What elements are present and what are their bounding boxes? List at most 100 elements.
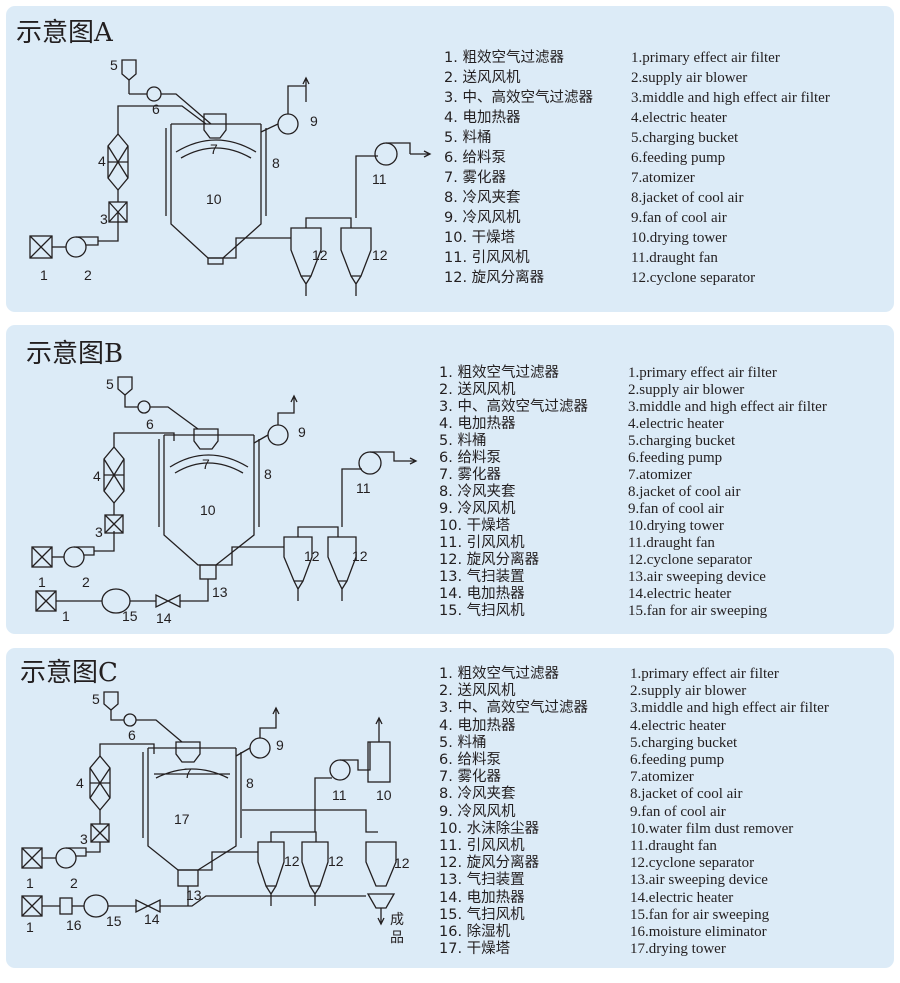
legend-item: 5. 料桶 xyxy=(439,433,487,449)
component-number-label: 9 xyxy=(298,424,306,440)
legend-item: 9.fan of cool air xyxy=(630,803,726,820)
legend-item: 12.cyclone separator xyxy=(628,552,753,568)
air-sweeping-device-icon xyxy=(199,564,217,580)
legend-item: 1.primary effect air filter xyxy=(630,666,779,682)
component-number-label: 1 xyxy=(26,875,34,891)
legend-item: 12. 旋风分离器 xyxy=(439,855,540,872)
legend-item: 12. 旋风分离器 xyxy=(444,270,545,286)
component-number-label: 12 xyxy=(352,548,368,564)
legend-item: 6.feeding pump xyxy=(631,150,726,166)
legend-item: 12.cyclone separator xyxy=(631,270,756,286)
legend-item: 2. 送风风机 xyxy=(444,70,521,86)
moisture-eliminator-icon xyxy=(59,897,73,915)
legend-item: 1. 粗效空气过滤器 xyxy=(439,666,559,682)
legend-item: 13. 气扫装置 xyxy=(439,569,525,585)
legend-item: 10.drying tower xyxy=(628,518,724,534)
legend-item: 8. 冷风夹套 xyxy=(439,786,516,803)
legend-item: 10.water film dust remover xyxy=(630,820,794,837)
component-number-label: 6 xyxy=(146,416,154,432)
component-number-label: 4 xyxy=(98,153,106,169)
legend-item: 10. 水沫除尘器 xyxy=(439,820,540,837)
cool-air-fan-icon xyxy=(277,113,299,135)
component-number-label: 7 xyxy=(210,141,218,157)
panel-title: 示意图C xyxy=(20,658,118,688)
feeding-pump-icon xyxy=(137,400,151,414)
legend-item: 11. 引风风机 xyxy=(444,250,530,266)
sweeping-heater-icon xyxy=(155,593,181,609)
legend-item: 14.electric heater xyxy=(630,889,734,906)
legend-item: 15. 气扫风机 xyxy=(439,906,525,923)
component-number-label: 10 xyxy=(200,502,216,518)
process-diagram-a: 1 2 3 4 5 6 7 8 9 10 11 12 12 xyxy=(29,57,432,296)
cool-air-jacket-icon xyxy=(165,128,267,216)
component-number-label: 8 xyxy=(246,775,254,791)
legend-item: 9. 冷风风机 xyxy=(444,210,521,226)
legend-item: 10. 干燥塔 xyxy=(439,518,511,534)
legend-item: 6.feeding pump xyxy=(630,752,725,769)
component-number-label: 13 xyxy=(212,584,228,600)
legend-item: 6.feeding pump xyxy=(628,450,723,466)
component-number-label: 11 xyxy=(332,787,347,803)
legend-item: 14. 电加热器 xyxy=(439,889,525,906)
component-number-label: 3 xyxy=(95,524,103,540)
charging-bucket-icon xyxy=(117,376,133,396)
legend-item: 13. 气扫装置 xyxy=(439,872,525,889)
legend-item: 2. 送风风机 xyxy=(439,683,516,700)
legend-item: 6. 给料泵 xyxy=(444,150,506,166)
component-number-label: 1 xyxy=(40,267,48,283)
legend-item: 13.air sweeping device xyxy=(630,872,768,889)
component-number-label: 5 xyxy=(110,57,118,73)
component-number-label: 3 xyxy=(100,211,108,227)
cool-air-fan-icon xyxy=(249,737,271,759)
legend-item: 7.atomizer xyxy=(631,170,695,186)
legend-item: 8. 冷风夹套 xyxy=(439,484,516,500)
legend-item: 14. 电加热器 xyxy=(439,586,525,602)
product-bucket-icon xyxy=(366,893,396,909)
legend-item: 11.draught fan xyxy=(628,535,715,551)
legend-item: 2.supply air blower xyxy=(628,382,745,398)
component-number-label: 16 xyxy=(66,917,82,933)
charging-bucket-icon xyxy=(121,59,137,81)
legend-item: 3. 中、高效空气过滤器 xyxy=(444,90,593,106)
legend-item: 15.fan for air sweeping xyxy=(630,906,770,923)
legend-item: 9.fan of cool air xyxy=(628,501,724,517)
legend-item: 11.draught fan xyxy=(630,838,717,855)
legend-item: 3.middle and high effect air filter xyxy=(631,90,830,106)
component-number-label: 4 xyxy=(76,775,84,791)
legend-item: 5. 料桶 xyxy=(444,130,492,146)
legend-item: 11. 引风风机 xyxy=(439,838,525,855)
legend-item: 5. 料桶 xyxy=(439,734,487,751)
legend-item: 11.draught fan xyxy=(631,250,718,266)
component-number-label: 1 xyxy=(26,919,34,935)
legend-item: 5.charging bucket xyxy=(630,734,738,751)
charging-bucket-icon xyxy=(103,691,119,711)
component-number-label: 5 xyxy=(92,691,100,707)
cyclone-separator-icon xyxy=(283,536,313,582)
component-number-label: 13 xyxy=(186,887,202,903)
component-number-label: 15 xyxy=(106,913,122,929)
legend-item: 7. 雾化器 xyxy=(439,467,501,483)
legend-item: 17. 干燥塔 xyxy=(439,941,511,958)
component-number-label: 6 xyxy=(152,101,160,117)
legend-item: 7. 雾化器 xyxy=(439,769,501,786)
component-number-label: 6 xyxy=(128,727,136,743)
component-number-label: 10 xyxy=(206,191,222,207)
component-number-label: 12 xyxy=(284,853,300,869)
cool-air-fan-icon xyxy=(267,424,289,446)
cyclone-separator-icon xyxy=(327,536,357,582)
component-number-label: 11 xyxy=(372,171,387,187)
legend-item: 3. 中、高效空气过滤器 xyxy=(439,700,588,717)
component-number-label: 5 xyxy=(106,376,114,392)
atomizer-icon xyxy=(175,741,201,763)
legend-item: 12.cyclone separator xyxy=(630,855,755,872)
legend-item: 3.middle and high effect air filter xyxy=(628,399,827,415)
atomizer-icon xyxy=(203,113,227,139)
component-number-label: 8 xyxy=(272,155,280,171)
component-number-label: 15 xyxy=(122,608,138,624)
legend-item: 15.fan for air sweeping xyxy=(628,603,768,619)
draught-fan-icon xyxy=(374,142,398,166)
